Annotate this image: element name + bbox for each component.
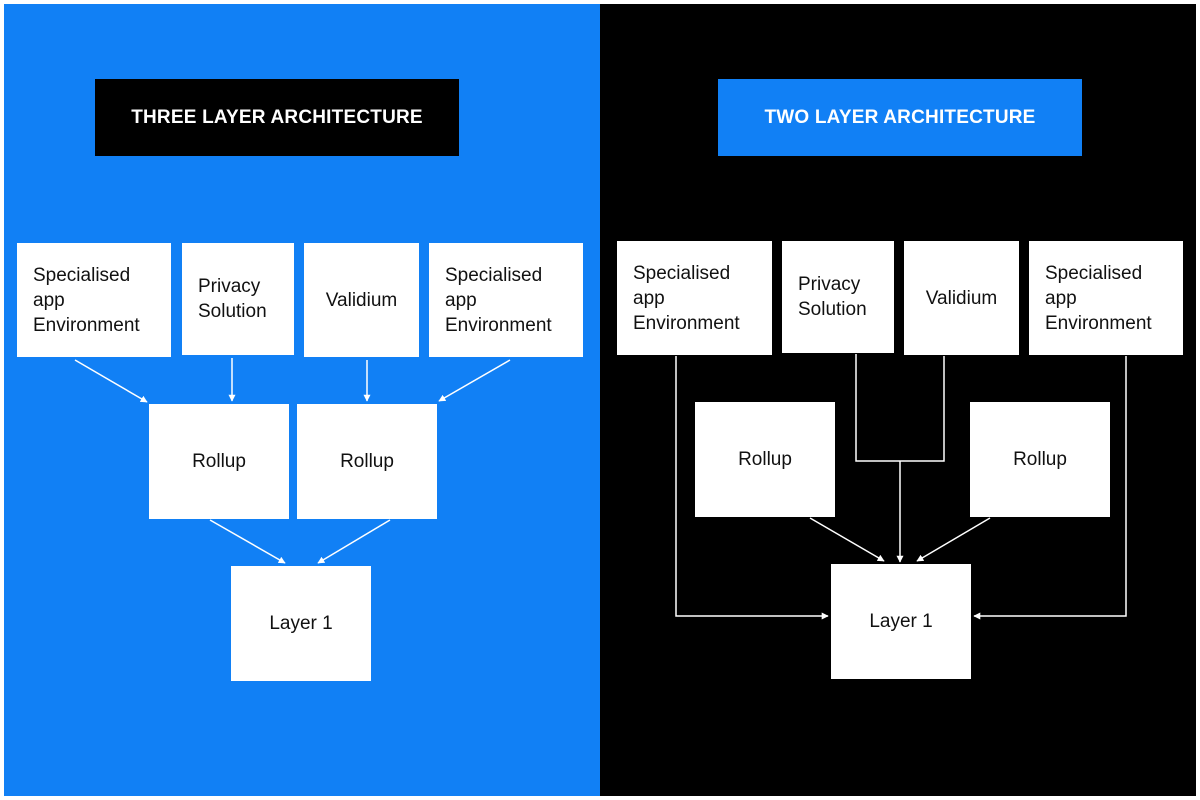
two-layer-rollup-node-1: Rollup xyxy=(695,402,835,517)
three-layer-privacy-node: Privacy Solution xyxy=(182,243,294,355)
two-layer-specialised-app-node-1: Specialised app Environment xyxy=(617,241,772,355)
node-label: Privacy Solution xyxy=(798,274,867,320)
node-label: Validium xyxy=(325,289,398,311)
node-label: Rollup xyxy=(192,451,246,472)
two-layer-validium-node: Validium xyxy=(904,241,1019,355)
node-label: Rollup xyxy=(340,451,394,472)
node-label: Layer 1 xyxy=(269,613,333,634)
node-label: Rollup xyxy=(738,449,792,470)
node-label: Specialised app Environment xyxy=(445,264,552,336)
three-layer-specialised-app-node-1: Specialised app Environment xyxy=(17,243,171,357)
node-label: Specialised app Environment xyxy=(33,264,140,336)
three-layer-title: THREE LAYER ARCHITECTURE xyxy=(95,79,459,156)
three-layer-rollup-node-2: Rollup xyxy=(297,404,437,519)
three-layer-layer1-node: Layer 1 xyxy=(231,566,371,681)
two-layer-privacy-node: Privacy Solution xyxy=(782,241,894,353)
node-label: Rollup xyxy=(1013,449,1067,470)
node-label: Validium xyxy=(925,287,998,309)
three-layer-validium-node: Validium xyxy=(304,243,419,357)
node-label: Layer 1 xyxy=(869,611,933,632)
two-layer-rollup-node-2: Rollup xyxy=(970,402,1110,517)
two-layer-title: TWO LAYER ARCHITECTURE xyxy=(718,79,1082,156)
node-label: Privacy Solution xyxy=(198,276,267,322)
node-label: Specialised app Environment xyxy=(1045,262,1152,334)
three-layer-specialised-app-node-2: Specialised app Environment xyxy=(429,243,583,357)
two-layer-specialised-app-node-2: Specialised app Environment xyxy=(1029,241,1183,355)
node-label: Specialised app Environment xyxy=(633,262,740,334)
three-layer-rollup-node-1: Rollup xyxy=(149,404,289,519)
two-layer-layer1-node: Layer 1 xyxy=(831,564,971,679)
